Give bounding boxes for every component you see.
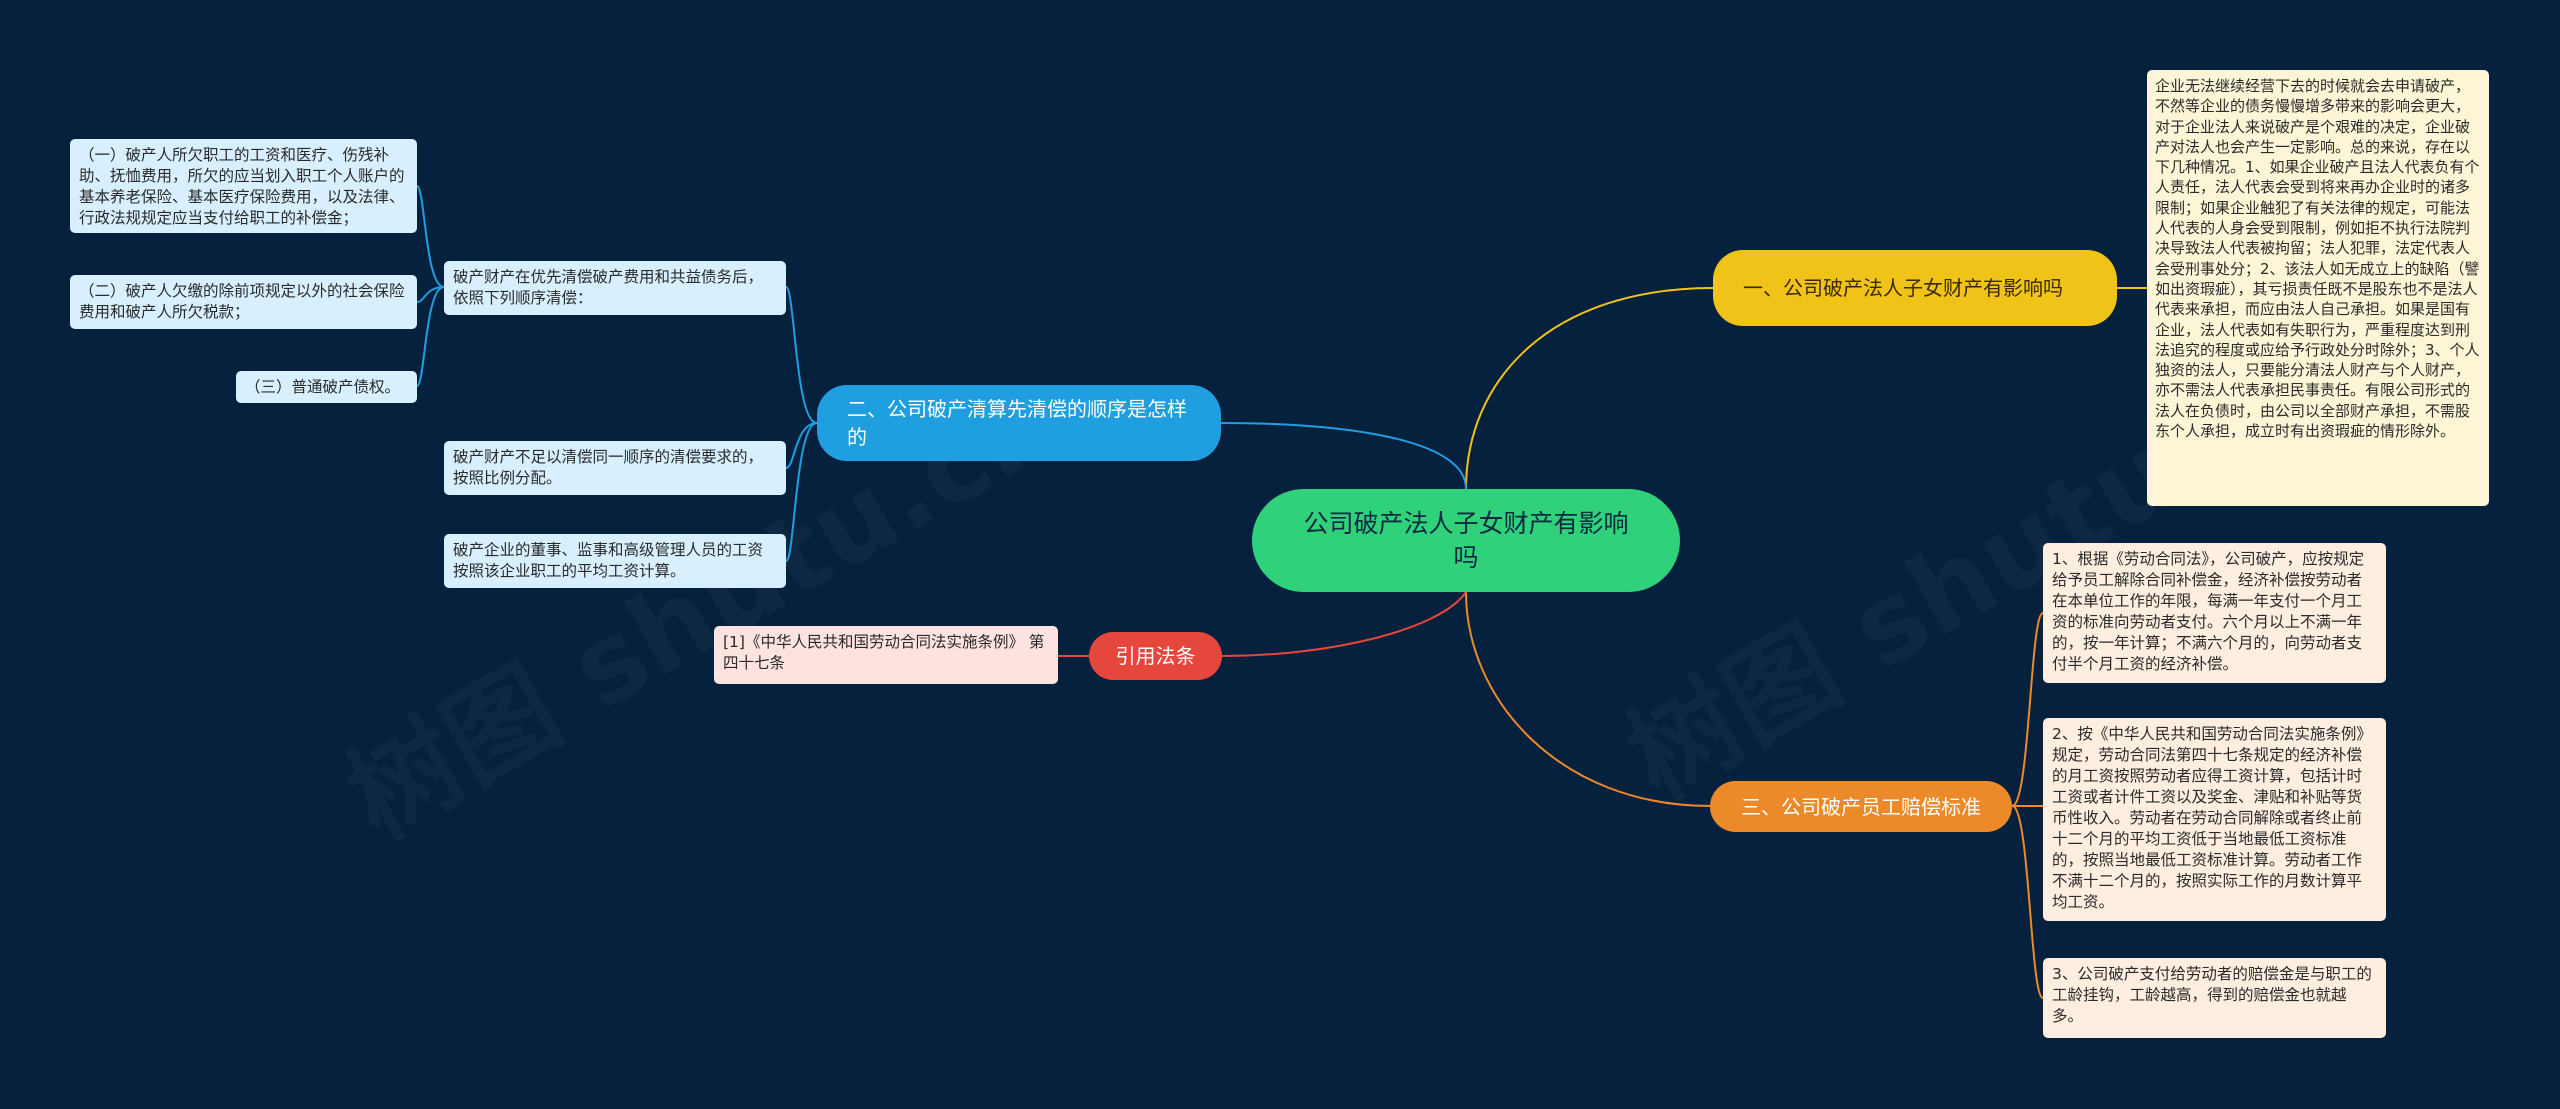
branch-2-leaf-1[interactable]: 破产财产在优先清偿破产费用和共益债务后，依照下列顺序清偿： bbox=[444, 261, 786, 315]
branch-2-subleaf-1[interactable]: （一）破产人所欠职工的工资和医疗、伤残补助、抚恤费用，所欠的应当划入职工个人账户… bbox=[70, 139, 417, 233]
leaf-text: （二）破产人欠缴的除前项规定以外的社会保险费用和破产人所欠税款； bbox=[79, 282, 405, 321]
link-root-b4 bbox=[1221, 591, 1467, 657]
root-topic[interactable]: 公司破产法人子女财产有影响吗 bbox=[1252, 489, 1680, 592]
link-b2-leaf3 bbox=[785, 422, 818, 562]
branch-2-subleaf-3[interactable]: （三）普通破产债权。 bbox=[236, 371, 417, 403]
branch-topic-3-label: 三、公司破产员工赔偿标准 bbox=[1741, 794, 1981, 819]
branch-topic-3[interactable]: 三、公司破产员工赔偿标准 bbox=[1710, 781, 2012, 832]
leaf-text: 1、根据《劳动合同法》，公司破产，应按规定给予员工解除合同补偿金，经济补偿按劳动… bbox=[2052, 550, 2365, 673]
branch-3-leaf-1[interactable]: 1、根据《劳动合同法》，公司破产，应按规定给予员工解除合同补偿金，经济补偿按劳动… bbox=[2043, 543, 2386, 683]
branch-topic-2-label: 二、公司破产清算先清偿的顺序是怎样的 bbox=[847, 397, 1187, 449]
leaf-text: 破产财产不足以清偿同一顺序的清偿要求的，按照比例分配。 bbox=[453, 448, 764, 487]
leaf-text: [1]《中华人民共和国劳动合同法实施条例》 第四十七条 bbox=[723, 633, 1045, 672]
link-b3-leaf3 bbox=[2011, 805, 2044, 999]
leaf-text: （三）普通破产债权。 bbox=[245, 378, 401, 396]
branch-3-leaf-3[interactable]: 3、公司破产支付给劳动者的赔偿金是与职工的工龄挂钩，工龄越高，得到的赔偿金也就越… bbox=[2043, 958, 2386, 1038]
branch-topic-2[interactable]: 二、公司破产清算先清偿的顺序是怎样的 bbox=[817, 385, 1221, 461]
link-root-b1 bbox=[1465, 287, 1714, 490]
leaf-text: 2、按《中华人民共和国劳动合同法实施条例》规定，劳动合同法第四十七条规定的经济补… bbox=[2052, 725, 2372, 911]
link-root-b2 bbox=[1220, 422, 1467, 490]
link-b2-leaf1 bbox=[785, 286, 818, 424]
link-b2-leaf2 bbox=[785, 422, 818, 469]
leaf-text: 破产财产在优先清偿破产费用和共益债务后，依照下列顺序清偿： bbox=[453, 268, 764, 307]
branch-topic-4[interactable]: 引用法条 bbox=[1089, 632, 1222, 680]
branch-topic-1-label: 一、公司破产法人子女财产有影响吗 bbox=[1743, 276, 2063, 300]
link-root-b3 bbox=[1465, 591, 1711, 807]
branch-1-leaf[interactable]: 企业无法继续经营下去的时候就会去申请破产，不然等企业的债务慢慢增多带来的影响会更… bbox=[2147, 70, 2489, 506]
branch-2-subleaf-2[interactable]: （二）破产人欠缴的除前项规定以外的社会保险费用和破产人所欠税款； bbox=[70, 275, 417, 329]
branch-2-leaf-3[interactable]: 破产企业的董事、监事和高级管理人员的工资按照该企业职工的平均工资计算。 bbox=[444, 534, 786, 588]
branch-2-leaf-2[interactable]: 破产财产不足以清偿同一顺序的清偿要求的，按照比例分配。 bbox=[444, 441, 786, 495]
leaf-text: 破产企业的董事、监事和高级管理人员的工资按照该企业职工的平均工资计算。 bbox=[453, 541, 764, 580]
branch-3-leaf-2[interactable]: 2、按《中华人民共和国劳动合同法实施条例》规定，劳动合同法第四十七条规定的经济补… bbox=[2043, 718, 2386, 921]
leaf-text: 企业无法继续经营下去的时候就会去申请破产，不然等企业的债务慢慢增多带来的影响会更… bbox=[2155, 77, 2480, 441]
root-topic-label: 公司破产法人子女财产有影响吗 bbox=[1303, 508, 1629, 572]
branch-4-leaf[interactable]: [1]《中华人民共和国劳动合同法实施条例》 第四十七条 bbox=[714, 626, 1058, 684]
link-sub3 bbox=[416, 286, 445, 387]
link-b3-leaf1 bbox=[2011, 612, 2044, 807]
branch-topic-4-label: 引用法条 bbox=[1115, 644, 1196, 668]
link-sub1 bbox=[416, 185, 445, 288]
leaf-text: （一）破产人所欠职工的工资和医疗、伤残补助、抚恤费用，所欠的应当划入职工个人账户… bbox=[79, 146, 405, 227]
link-sub2 bbox=[416, 286, 445, 303]
branch-topic-1[interactable]: 一、公司破产法人子女财产有影响吗 bbox=[1713, 250, 2117, 326]
leaf-text: 3、公司破产支付给劳动者的赔偿金是与职工的工龄挂钩，工龄越高，得到的赔偿金也就越… bbox=[2052, 965, 2372, 1025]
